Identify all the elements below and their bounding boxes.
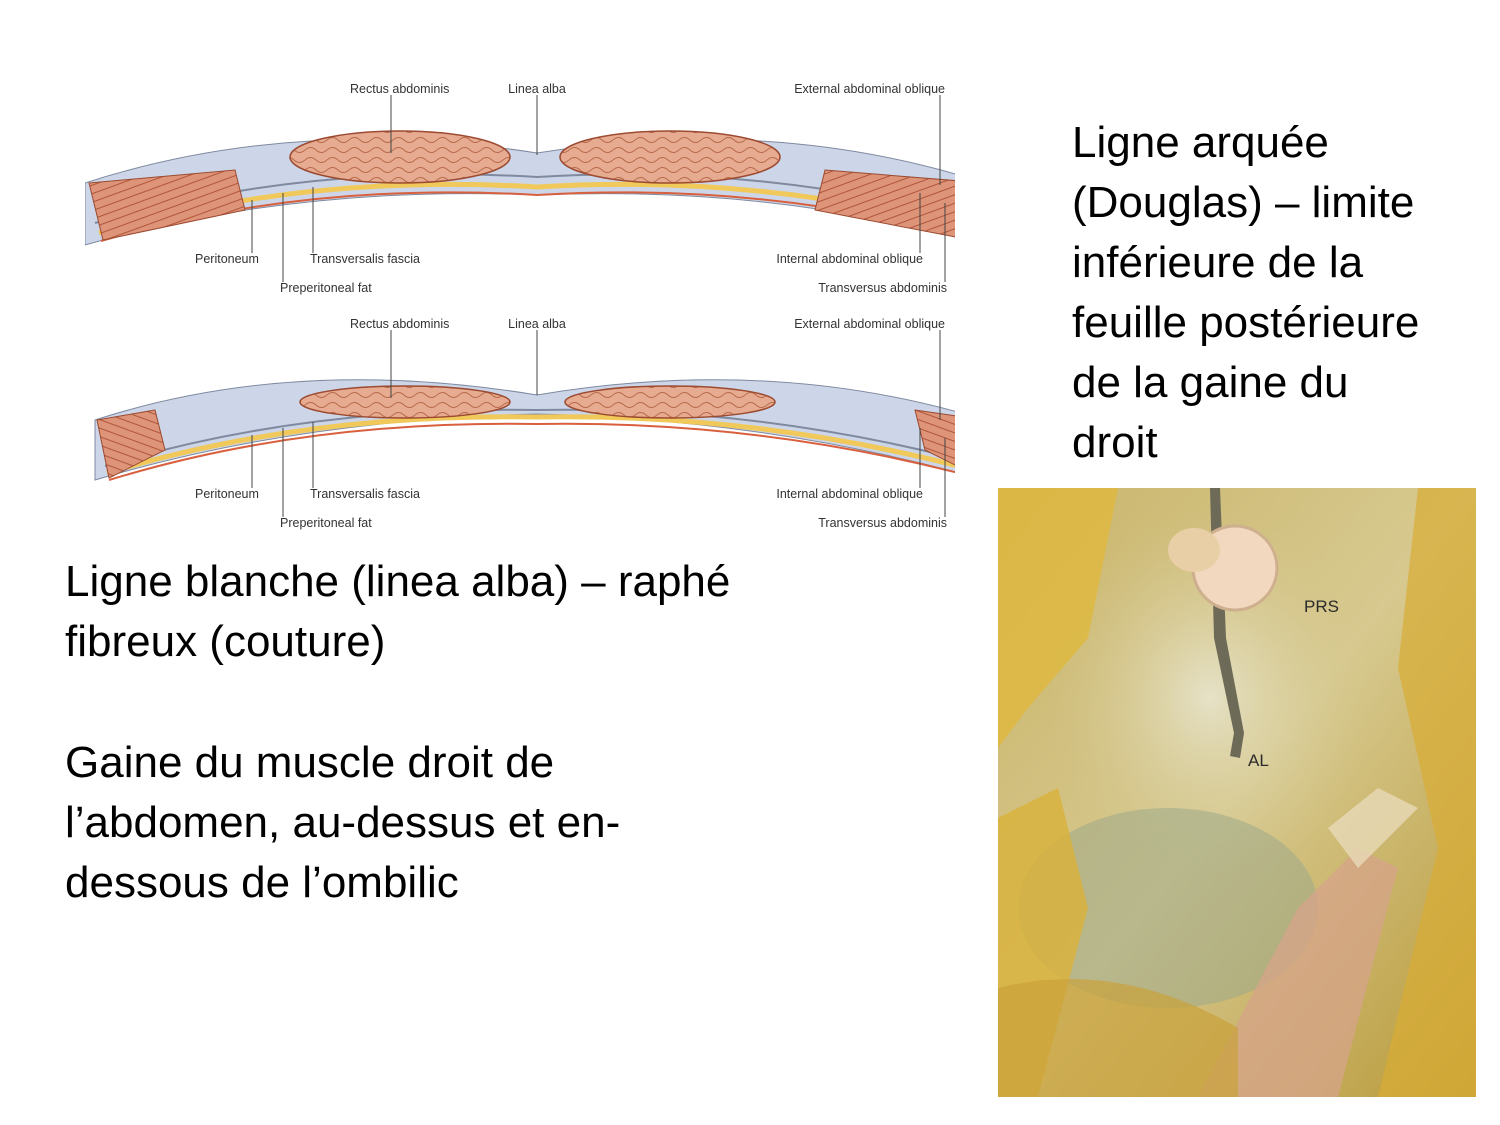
rectus-muscle-right xyxy=(564,385,776,419)
label-transversus-abdominis: Transversus abdominis xyxy=(818,281,947,295)
label-internal-oblique: Internal abdominal oblique xyxy=(776,252,923,266)
label-transversalis-fascia: Transversalis fascia xyxy=(310,252,420,266)
label-preperitoneal-fat: Preperitoneal fat xyxy=(280,516,372,530)
arcuate-line-description: Ligne arquée (Douglas) – limite inférieu… xyxy=(1072,118,1420,467)
photo-label-prs: PRS xyxy=(1304,597,1339,616)
label-linea-alba: Linea alba xyxy=(508,82,566,96)
linea-alba-description: Ligne blanche (linea alba) – raphé fibre… xyxy=(65,557,731,666)
rectus-sheath-description: Gaine du muscle droit de l’abdomen, au-d… xyxy=(65,738,621,907)
label-transversus-abdominis: Transversus abdominis xyxy=(818,516,947,530)
label-internal-oblique: Internal abdominal oblique xyxy=(776,487,923,501)
lateral-muscle-right xyxy=(814,169,955,238)
lateral-muscle-left xyxy=(88,169,246,241)
label-external-oblique: External abdominal oblique xyxy=(794,317,945,331)
photo-label-al: AL xyxy=(1248,751,1269,770)
label-preperitoneal-fat: Preperitoneal fat xyxy=(280,281,372,295)
rectus-muscle-left xyxy=(299,385,511,419)
label-peritoneum: Peritoneum xyxy=(195,252,259,266)
label-rectus-abdominis: Rectus abdominis xyxy=(350,317,449,331)
dissection-photo: PRS AL xyxy=(998,488,1476,1097)
rectus-muscle-left xyxy=(289,130,511,184)
label-peritoneum: Peritoneum xyxy=(195,487,259,501)
label-rectus-abdominis: Rectus abdominis xyxy=(350,82,449,96)
rectus-sheath-diagram-above-umbilicus: Rectus abdominis Linea alba External abd… xyxy=(85,82,955,295)
label-transversalis-fascia: Transversalis fascia xyxy=(310,487,420,501)
label-linea-alba: Linea alba xyxy=(508,317,566,331)
lateral-muscle-left xyxy=(96,409,166,479)
rectus-muscle-right xyxy=(559,130,781,184)
label-external-oblique: External abdominal oblique xyxy=(794,82,945,96)
rectus-sheath-diagram-below-umbilicus: Rectus abdominis Linea alba External abd… xyxy=(94,317,955,530)
